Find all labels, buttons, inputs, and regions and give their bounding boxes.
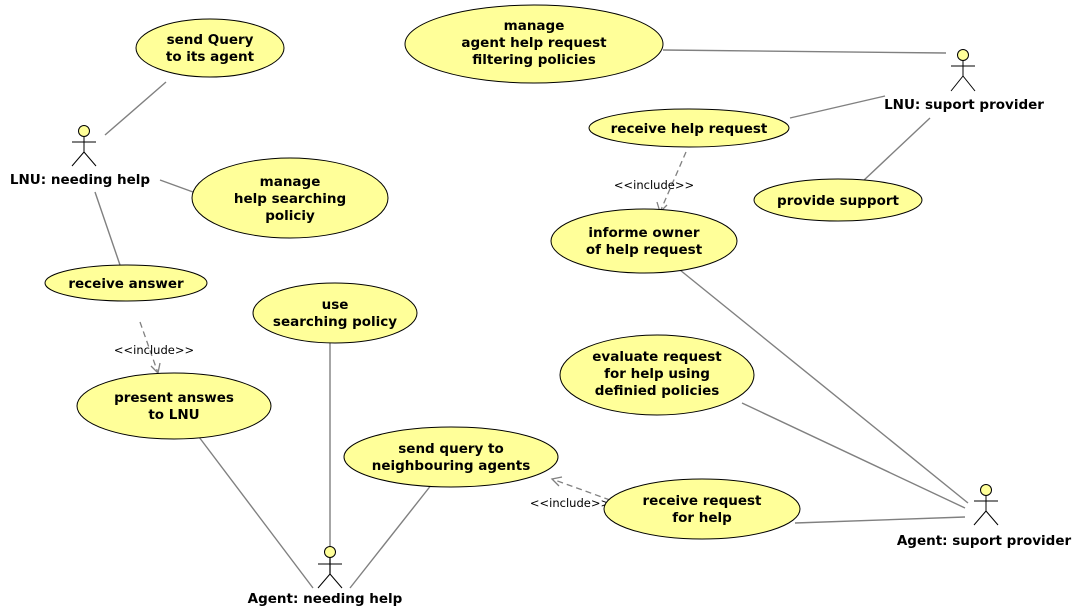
assoc-agent-needing-present [198, 436, 314, 589]
use-case-evaluate-request[interactable]: evaluate request for help using definied… [559, 334, 755, 416]
use-case-receive-request-help[interactable]: receive request for help [603, 478, 801, 540]
associations [94, 49, 969, 589]
use-case-receive-help-request[interactable]: receive help request [588, 108, 790, 148]
stick-figure-icon [71, 125, 97, 167]
assoc-lnu-needing-send-query [104, 81, 167, 136]
actor-agent-support-provider[interactable]: Agent: suport provider [897, 484, 1072, 550]
assoc-lnu-needing-manage-searching [159, 179, 194, 193]
use-case-provide-support[interactable]: provide support [753, 178, 923, 222]
use-case-informe-owner[interactable]: informe owner of help request [550, 208, 738, 274]
assoc-agent-needing-send-neighbours [349, 483, 433, 589]
use-case-label: for help [672, 510, 732, 526]
use-case-label: evaluate request [592, 349, 722, 365]
assoc-lnu-needing-receive-answer [94, 191, 121, 266]
assoc-agent-support-receive-request [794, 516, 966, 524]
actor-agent-needing-help[interactable]: Agent: needing help [248, 546, 403, 607]
include-label-1: <<include>> [114, 343, 194, 357]
use-case-receive-answer[interactable]: receive answer [44, 264, 208, 302]
actor-label: LNU: needing help [10, 172, 151, 188]
include-arrow-1 [139, 321, 159, 374]
use-case-label: policiy [265, 208, 315, 224]
use-case-label: definied policies [595, 383, 720, 399]
use-case-label: to its agent [166, 49, 255, 65]
use-case-label: send query to [398, 441, 503, 457]
stick-figure-icon [950, 49, 976, 92]
use-case-label: present answes [114, 390, 234, 406]
use-case-label: filtering policies [472, 52, 596, 68]
include-arrow-2 [659, 151, 687, 213]
use-case-label: manage [260, 174, 321, 190]
assoc-lnu-support-manage-filtering [662, 49, 947, 54]
use-case-label: neighbouring agents [372, 458, 531, 474]
stick-figure-icon [317, 546, 343, 589]
use-case-label: to LNU [148, 407, 199, 423]
use-case-label: receive answer [68, 276, 184, 292]
use-case-label: receive help request [611, 121, 768, 137]
actor-lnu-support-provider[interactable]: LNU: suport provider [884, 49, 1044, 114]
use-case-label: for help using [604, 366, 710, 382]
use-case-send-query-neighbours[interactable]: send query to neighbouring agents [343, 426, 559, 488]
assoc-lnu-support-receive-help [789, 95, 886, 119]
use-case-label: send Query [167, 32, 254, 48]
include-arrow-3 [551, 478, 611, 501]
use-case-label: informe owner [588, 225, 699, 241]
use-case-label: of help request [586, 242, 703, 258]
assoc-agent-support-evaluate [741, 402, 966, 509]
use-case-label: help searching [234, 191, 346, 207]
use-case-label: searching policy [273, 314, 397, 330]
use-case-label: use [322, 297, 349, 313]
use-case-label: provide support [777, 193, 899, 209]
use-case-use-searching-policy[interactable]: use searching policy [252, 282, 418, 344]
use-case-manage-filtering[interactable]: manage agent help request filtering poli… [404, 4, 664, 84]
actor-label: Agent: suport provider [897, 533, 1072, 549]
use-case-label: manage [504, 18, 565, 34]
use-case-present-answers[interactable]: present answes to LNU [76, 372, 272, 440]
use-case-send-query[interactable]: send Query to its agent [135, 18, 285, 78]
actor-label: LNU: suport provider [884, 97, 1044, 113]
include-arrowhead-3 [550, 476, 563, 487]
stick-figure-icon [973, 484, 999, 526]
use-case-manage-help-searching[interactable]: manage help searching policiy [191, 157, 389, 239]
include-label-2: <<include>> [614, 178, 694, 192]
use-case-label: receive request [643, 493, 763, 509]
actor-label: Agent: needing help [248, 591, 403, 607]
include-label-3: <<include>> [530, 496, 610, 510]
use-case-label: agent help request [461, 35, 607, 51]
assoc-agent-support-informe [679, 269, 969, 504]
include-dependencies: <<include>> <<include>> <<include>> [114, 151, 694, 510]
assoc-lnu-support-provide [861, 117, 931, 183]
actor-lnu-needing-help[interactable]: LNU: needing help [10, 125, 151, 189]
